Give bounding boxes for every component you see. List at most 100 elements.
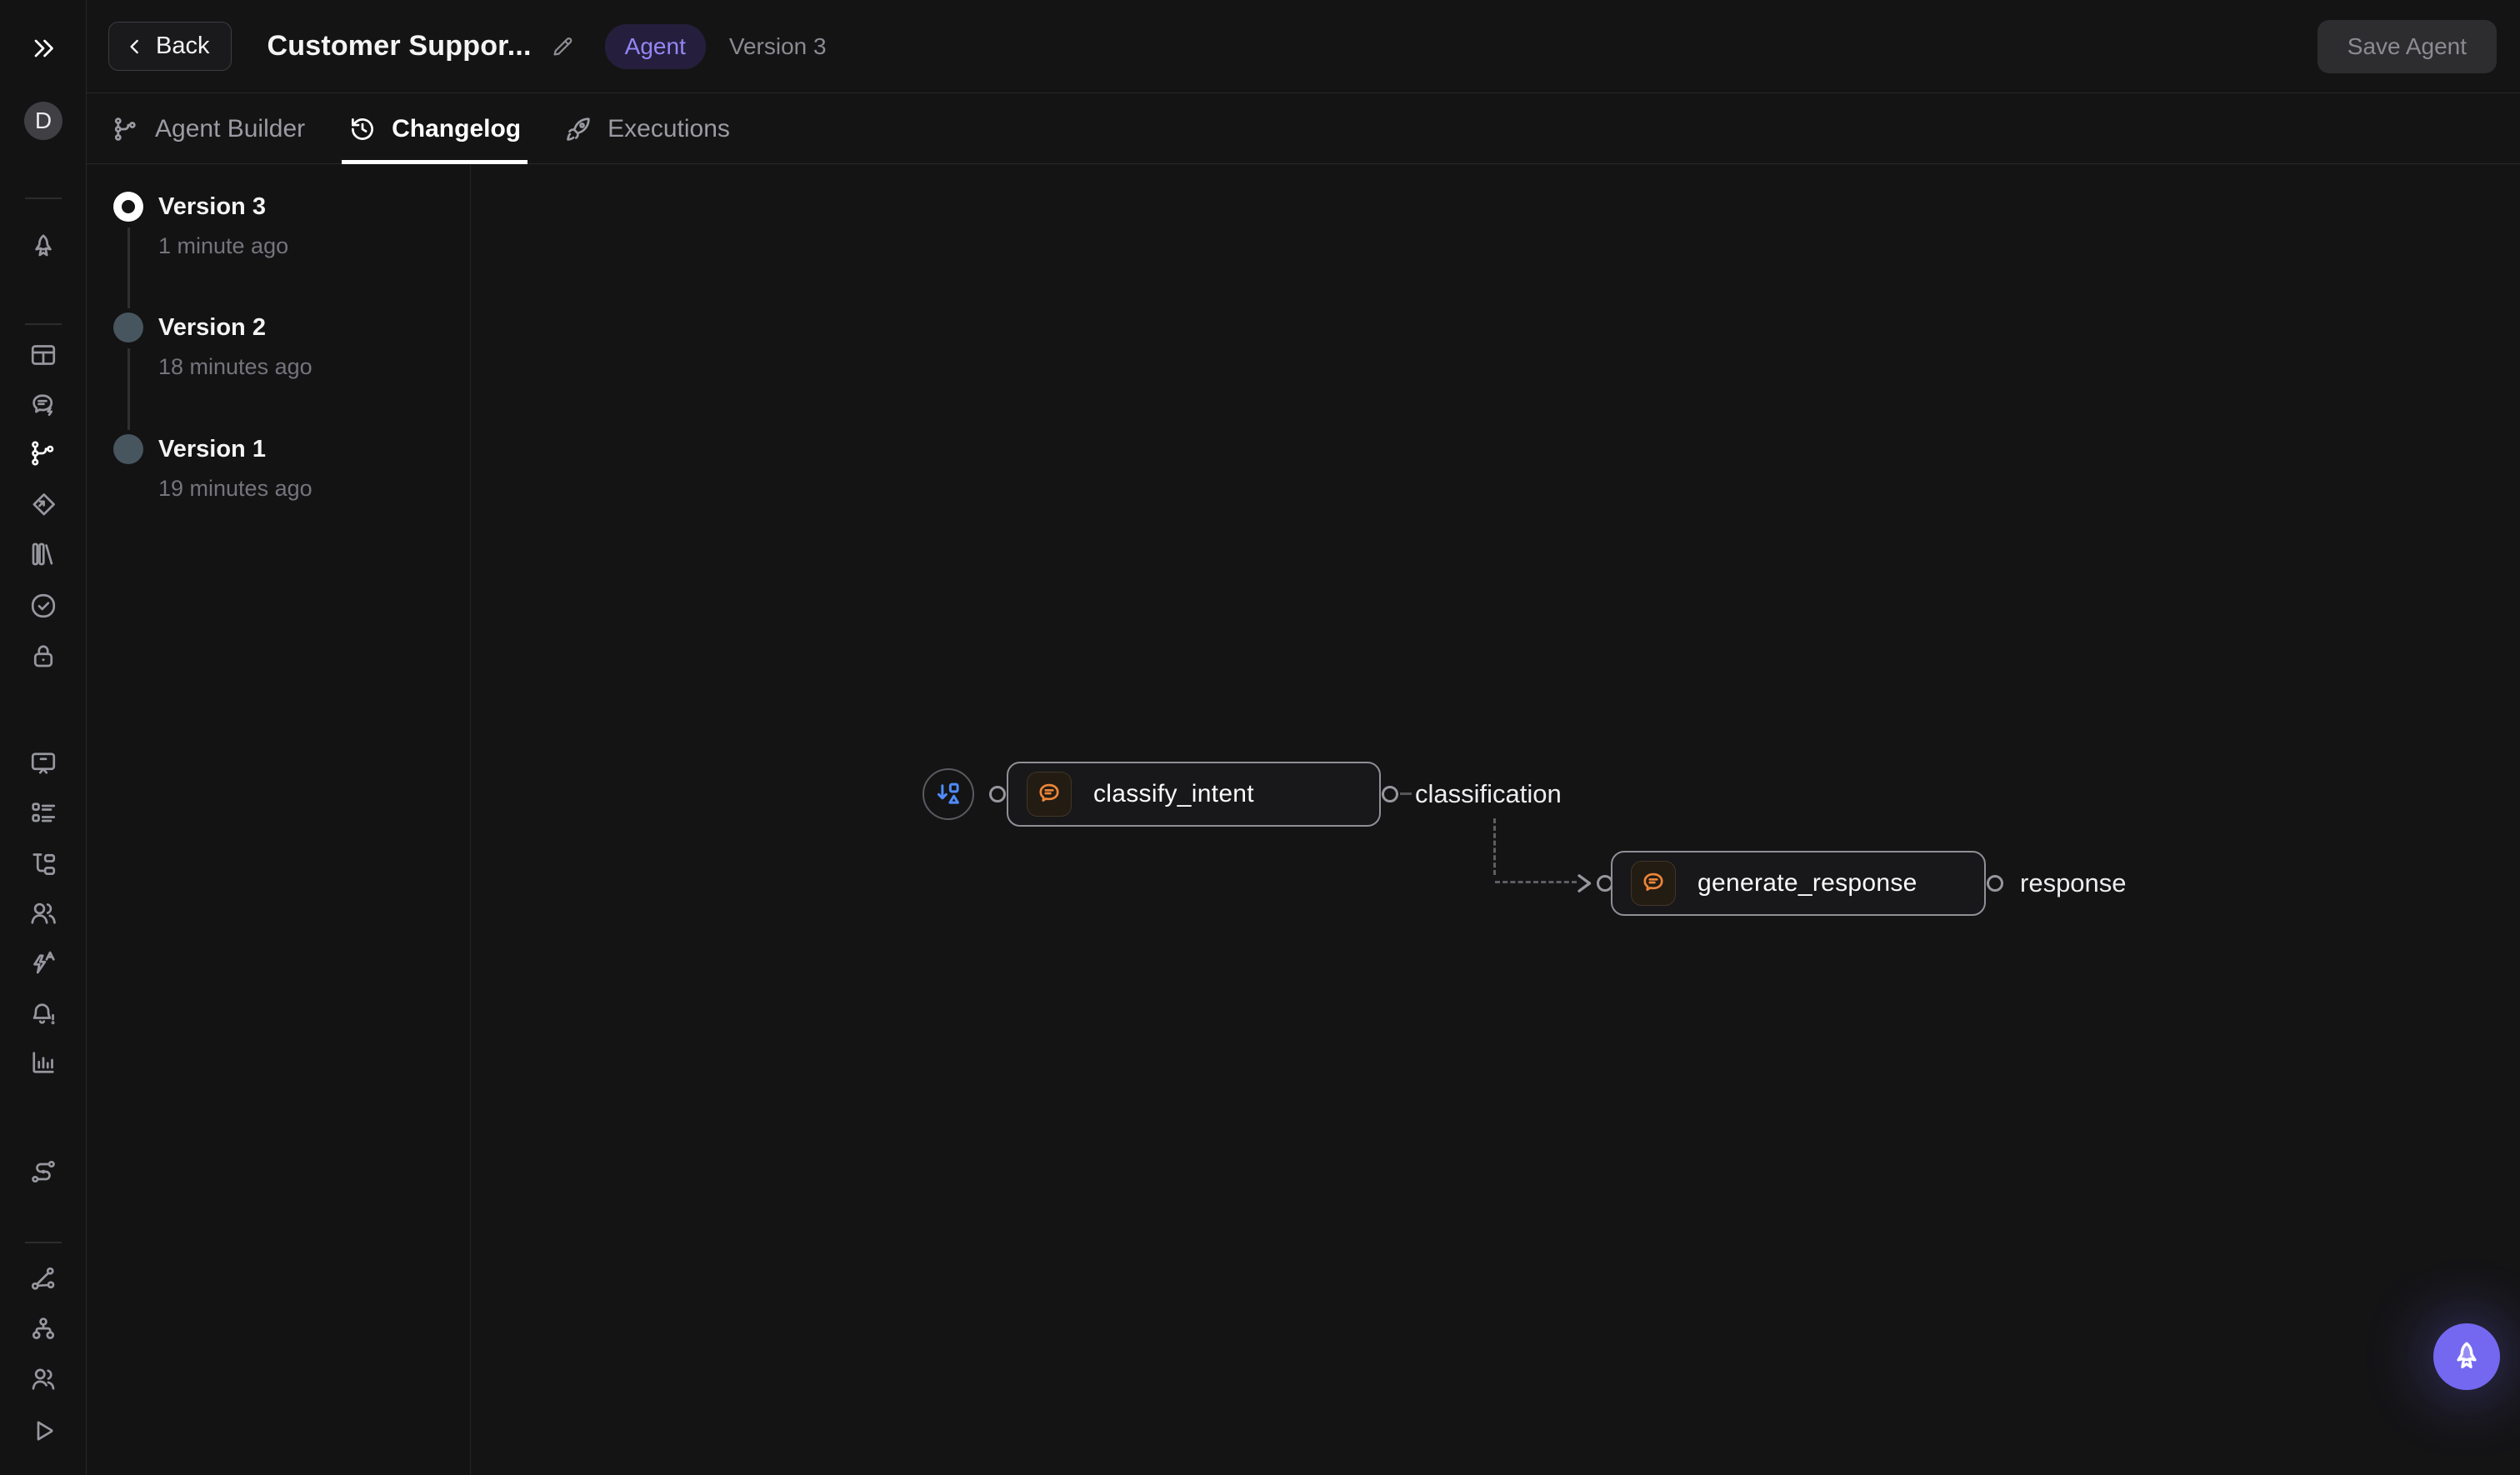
users-group-icon <box>28 1364 58 1394</box>
version-label: Version 3 <box>158 193 266 220</box>
sidebar-item-users[interactable] <box>0 898 87 928</box>
sidebar-item-evaluations[interactable] <box>0 591 87 621</box>
back-button[interactable]: Back <box>108 22 232 71</box>
table-icon <box>28 340 58 370</box>
share-nodes-icon <box>28 1264 58 1294</box>
org-chart-icon <box>28 1314 58 1344</box>
port-stub <box>1400 792 1412 795</box>
current-version-label: Version 3 <box>728 32 827 59</box>
sidebar-item-analytics[interactable] <box>0 1048 87 1078</box>
prompt-bubble-icon <box>1035 780 1063 808</box>
sidebar-item-taxonomy[interactable] <box>0 848 87 878</box>
checklist-icon <box>28 798 58 828</box>
sidebar-item-teams[interactable] <box>0 1364 87 1394</box>
history-icon <box>352 118 374 140</box>
prompt-bubble-icon <box>1639 869 1668 898</box>
avatar: D <box>24 102 62 140</box>
sidebar-item-runs[interactable] <box>0 1416 87 1446</box>
version-item-2[interactable]: Version 2 18 minutes ago <box>87 308 470 399</box>
connection-arrowhead <box>1567 867 1600 900</box>
sidebar-item-automations[interactable] <box>0 948 87 978</box>
prompt-icon-box <box>1027 772 1072 817</box>
tree-icon <box>28 848 58 878</box>
auto-layout-button[interactable] <box>922 768 974 820</box>
output-label-response: response <box>2020 868 2127 898</box>
assistant-rocket-icon <box>2449 1339 2484 1374</box>
workflow-icon <box>114 117 136 141</box>
chat-bolt-icon <box>28 390 58 420</box>
sidebar-item-playground[interactable] <box>0 748 87 778</box>
users-icon <box>28 898 58 928</box>
top-bar: Back Customer Suppor... Agent Version 3 … <box>87 0 2520 93</box>
version-label: Version 1 <box>158 436 266 462</box>
version-timestamp: 19 minutes ago <box>158 476 312 501</box>
assistant-fab[interactable] <box>2433 1323 2500 1390</box>
sidebar-item-assistant[interactable] <box>0 232 87 262</box>
prompt-icon-box <box>1631 861 1676 906</box>
node-label: classify_intent <box>1093 780 1254 808</box>
version-timestamp: 18 minutes ago <box>158 354 312 379</box>
node-label: generate_response <box>1698 869 1918 897</box>
monitor-icon <box>28 748 58 778</box>
version-item-1[interactable]: Version 1 19 minutes ago <box>87 429 470 521</box>
sidebar-item-integrations[interactable] <box>0 1264 87 1294</box>
sidebar-item-alerts[interactable] <box>0 999 87 1029</box>
tab-executions[interactable]: Executions <box>561 94 733 163</box>
auto-layout-icon <box>932 778 964 810</box>
version-label: Version 2 <box>158 314 266 341</box>
version-item-3[interactable]: Version 3 1 minute ago <box>87 187 470 278</box>
agent-type-badge: Agent <box>604 23 706 69</box>
icon-rail: D <box>0 0 87 1475</box>
version-dot <box>113 434 143 464</box>
rail-divider <box>25 198 62 199</box>
rocket-icon <box>567 117 590 141</box>
version-dot-current <box>113 192 143 222</box>
node-generate-response[interactable]: generate_response <box>1611 851 1986 916</box>
workflow-canvas[interactable] <box>472 165 2520 1475</box>
sidebar-item-agent-builder[interactable] <box>0 438 87 468</box>
back-label: Back <box>156 32 210 59</box>
connection-dashed-horizontal <box>1495 881 1577 883</box>
bolt-a-icon <box>28 948 58 978</box>
output-port-generate-response[interactable] <box>1987 875 2003 892</box>
agent-workflow-icon <box>28 438 58 468</box>
page-title: Customer Suppor... <box>267 30 532 62</box>
version-dot <box>113 312 143 342</box>
tab-label: Agent Builder <box>155 114 306 142</box>
tab-changelog[interactable]: Changelog <box>342 94 528 164</box>
sidebar-item-tasks[interactable] <box>0 798 87 828</box>
sidebar-item-hierarchy[interactable] <box>0 1314 87 1344</box>
timeline-connector <box>128 348 130 430</box>
sidebar-item-labels[interactable] <box>0 490 87 520</box>
changelog-version-panel: Version 3 1 minute ago Version 2 18 minu… <box>87 165 471 1475</box>
chevron-left-icon <box>124 36 146 58</box>
connection-dashed-vertical <box>1493 818 1496 875</box>
tab-label: Changelog <box>392 114 522 142</box>
output-label-classification: classification <box>1415 779 1562 808</box>
input-port-classify-intent[interactable] <box>989 786 1006 802</box>
route-icon <box>28 1157 58 1187</box>
user-avatar[interactable]: D <box>0 102 87 140</box>
sidebar-item-library[interactable] <box>0 539 87 569</box>
timeline-connector <box>128 228 130 308</box>
play-icon <box>28 1416 58 1446</box>
sidebar-item-pipelines[interactable] <box>0 1157 87 1187</box>
sidebar-item-tables[interactable] <box>0 340 87 370</box>
save-agent-button[interactable]: Save Agent <box>2317 19 2497 73</box>
pencil-icon[interactable] <box>550 34 575 59</box>
tab-label: Executions <box>608 114 730 142</box>
sidebar-item-security[interactable] <box>0 641 87 671</box>
rail-divider <box>25 323 62 325</box>
node-classify-intent[interactable]: classify_intent <box>1007 762 1381 827</box>
library-icon <box>28 539 58 569</box>
bar-chart-icon <box>28 1048 58 1078</box>
tab-agent-builder[interactable]: Agent Builder <box>108 94 308 163</box>
check-badge-icon <box>28 591 58 621</box>
tag-icon <box>28 490 58 520</box>
output-port-classify-intent[interactable] <box>1382 786 1398 802</box>
rail-divider <box>25 1242 62 1243</box>
version-timestamp: 1 minute ago <box>158 233 289 258</box>
sidebar-item-threads[interactable] <box>0 390 87 420</box>
expand-sidebar-button[interactable] <box>0 33 87 63</box>
